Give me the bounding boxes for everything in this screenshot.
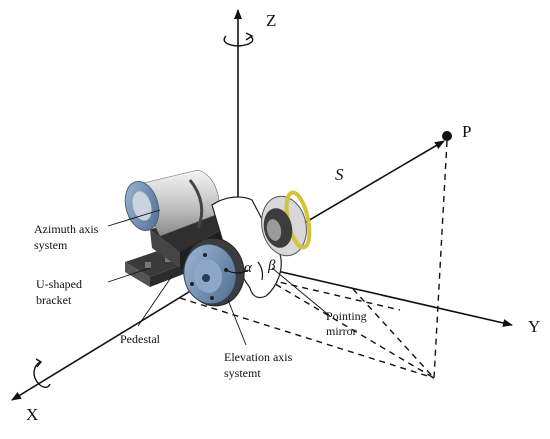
azimuth-label-line2: system	[34, 238, 68, 252]
beta-arc	[257, 261, 264, 281]
alpha-arc	[225, 269, 249, 274]
s-vector-label: S	[335, 165, 344, 184]
u-bracket-label-line1: U-shaped	[36, 277, 82, 291]
alpha-label: α	[244, 260, 253, 276]
right-elevation-cap	[261, 190, 312, 257]
point-p-marker	[442, 131, 452, 141]
mirror-label-line1: Pointing	[326, 309, 367, 323]
z-axis-label: Z	[266, 11, 276, 30]
leader-lines	[107, 209, 331, 346]
elevation-disk-shape	[183, 237, 245, 307]
y-axis-label: Y	[528, 317, 540, 336]
y-axis	[237, 261, 513, 327]
x-rotation-icon	[33, 358, 51, 388]
elevation-label-line2: systemt	[224, 366, 261, 380]
beta-label: β	[267, 258, 276, 274]
point-p-label: P	[462, 122, 471, 141]
x-axis-label: X	[26, 405, 38, 424]
mirror-label-line2: mirror	[326, 324, 357, 338]
gimbal-assembly	[124, 169, 312, 307]
pointing-mirror-shape	[211, 196, 282, 299]
elevation-label-line1: Elevation axis	[224, 350, 293, 364]
u-bracket-label-line2: bracket	[36, 293, 72, 307]
pedestal-label: Pedestal	[120, 332, 161, 346]
z-rotation-icon	[223, 32, 254, 47]
azimuth-label-line1: Azimuth axis	[34, 222, 99, 236]
